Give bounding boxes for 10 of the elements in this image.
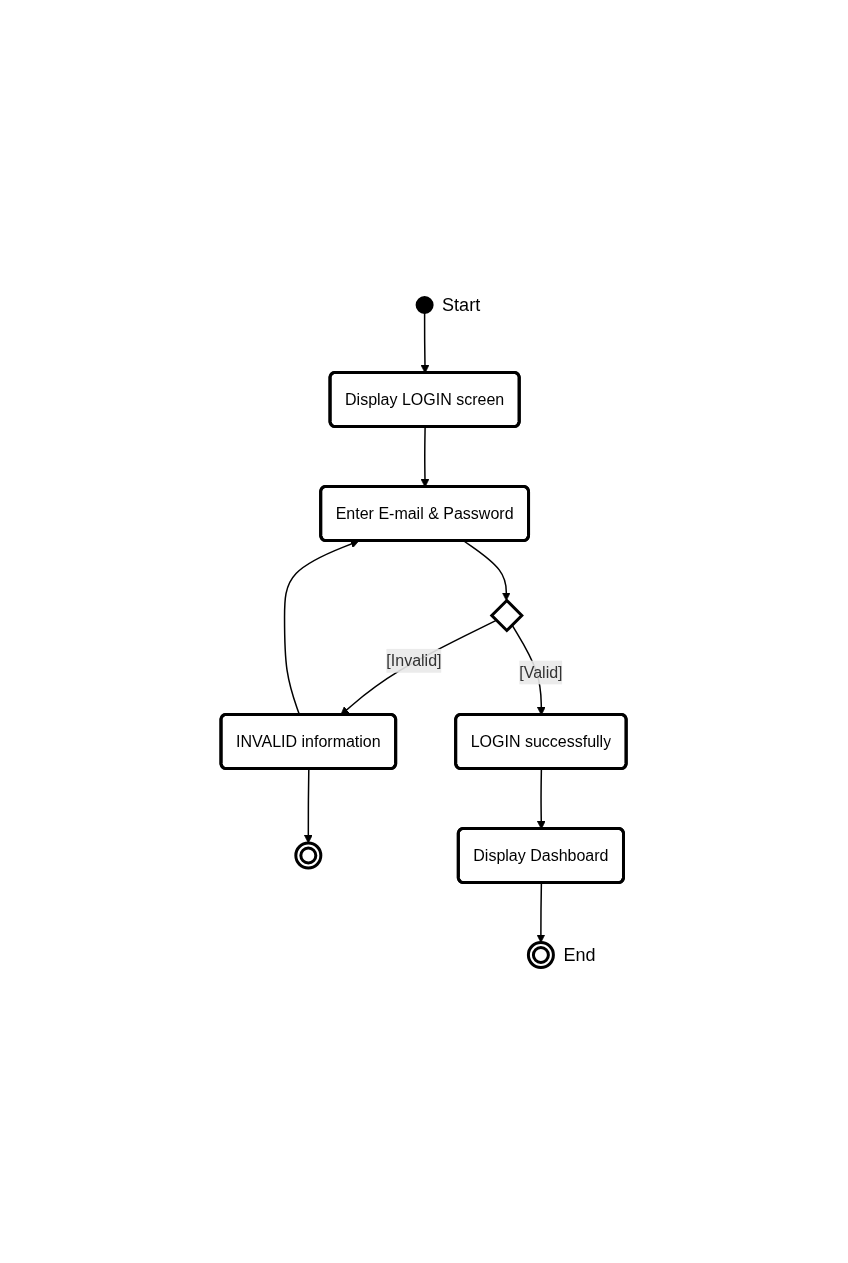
node-caption: Start [442, 295, 481, 316]
edge-label: [Invalid] [386, 652, 442, 670]
arrow [304, 768, 314, 844]
node-circle [416, 296, 435, 315]
node-circle [527, 941, 556, 970]
node-diamond [490, 598, 525, 633]
node-circle [294, 841, 323, 870]
arrow [463, 540, 512, 602]
node-caption: End [563, 945, 596, 966]
edge-label: [Valid] [519, 663, 563, 681]
